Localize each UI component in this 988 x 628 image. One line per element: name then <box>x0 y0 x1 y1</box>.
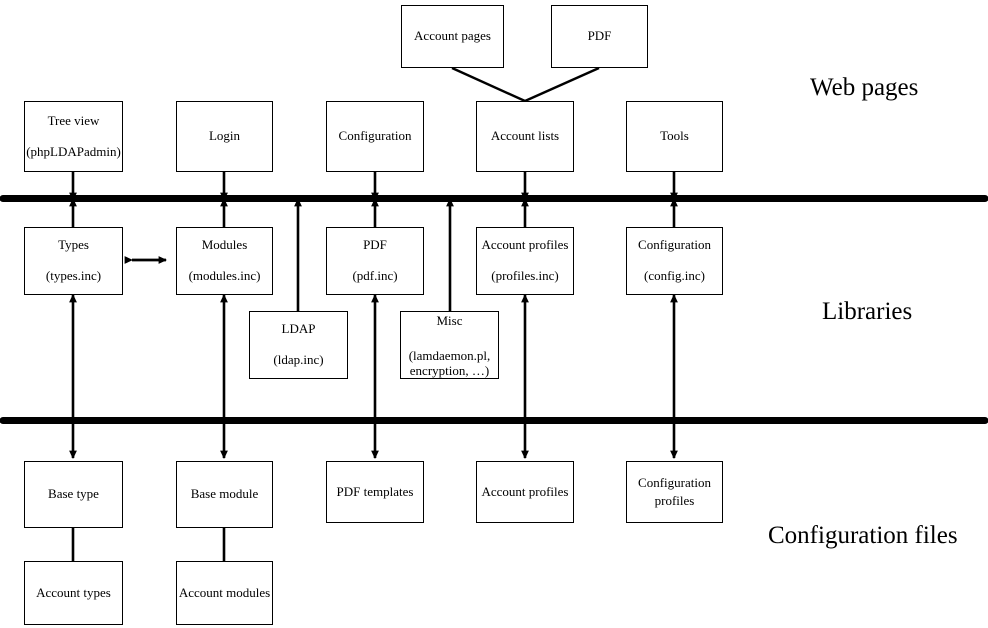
node-pdf-templates-title: PDF templates <box>336 483 414 499</box>
node-account-lists[interactable]: Account lists <box>476 101 574 172</box>
node-modules-lib-subtitle: (modules.inc) <box>188 268 261 283</box>
node-account-pages[interactable]: Account pages <box>401 5 504 68</box>
node-pdf-source-title: PDF <box>587 28 612 44</box>
node-base-module[interactable]: Base module <box>176 461 273 528</box>
node-base-type-title: Base type <box>48 486 99 502</box>
node-tree-view-title: Tree view <box>47 112 100 128</box>
node-account-profiles-lib[interactable]: Account profiles (profiles.inc) <box>476 227 574 295</box>
node-login-title: Login <box>208 128 241 144</box>
node-types-lib-subtitle: (types.inc) <box>45 268 102 283</box>
node-pdf-source[interactable]: PDF <box>551 5 648 68</box>
node-configuration-web[interactable]: Configuration <box>326 101 424 172</box>
node-modules-lib-title: Modules <box>201 237 248 253</box>
node-tools[interactable]: Tools <box>626 101 723 172</box>
node-account-profiles-lib-subtitle: (profiles.inc) <box>491 268 559 283</box>
node-misc-lib-subtitle-2: encryption, …) <box>409 362 490 378</box>
node-account-types-title: Account types <box>36 584 111 600</box>
node-pdf-templates[interactable]: PDF templates <box>326 461 424 523</box>
node-login[interactable]: Login <box>176 101 273 172</box>
node-misc-lib-subtitle: (lamdaemon.pl, <box>408 347 491 363</box>
node-misc-lib-title: Misc <box>436 313 463 328</box>
node-ldap-lib-subtitle: (ldap.inc) <box>273 352 324 367</box>
node-ldap-lib[interactable]: LDAP (ldap.inc) <box>249 311 348 379</box>
node-account-modules-title: Account modules <box>178 584 271 600</box>
node-configuration-lib[interactable]: Configuration (config.inc) <box>626 227 723 295</box>
node-configuration-profiles[interactable]: Configuration profiles <box>626 461 723 523</box>
node-types-lib-title: Types <box>58 237 89 253</box>
node-tree-view-subtitle: (phpLDAPadmin) <box>26 143 121 159</box>
node-base-module-title: Base module <box>190 486 259 502</box>
node-configuration-lib-title: Configuration <box>638 237 711 253</box>
node-pdf-lib[interactable]: PDF (pdf.inc) <box>326 227 424 295</box>
band-label-libraries: Libraries <box>822 298 913 325</box>
node-tree-view[interactable]: Tree view (phpLDAPadmin) <box>24 101 123 172</box>
node-account-profiles-file-title: Account profiles <box>481 483 569 499</box>
node-modules-lib[interactable]: Modules (modules.inc) <box>176 227 273 295</box>
node-configuration-profiles-subtitle: profiles <box>654 492 695 508</box>
node-account-types[interactable]: Account types <box>24 561 123 625</box>
node-misc-lib[interactable]: Misc (lamdaemon.pl, encryption, …) <box>400 311 499 379</box>
node-configuration-web-title: Configuration <box>338 128 412 144</box>
node-account-profiles-lib-title: Account profiles <box>481 237 569 253</box>
node-pdf-lib-subtitle: (pdf.inc) <box>352 268 398 283</box>
node-account-lists-title: Account lists <box>490 128 560 144</box>
node-ldap-lib-title: LDAP <box>281 321 316 337</box>
edge-pdf-to-account-lists <box>524 66 600 103</box>
node-configuration-lib-subtitle: (config.inc) <box>643 268 705 283</box>
band-label-configuration-files: Configuration files <box>768 522 958 549</box>
edge-account-pages-to-account-lists <box>451 66 526 103</box>
band-label-web-pages: Web pages <box>810 74 919 101</box>
node-tools-title: Tools <box>660 128 689 144</box>
node-types-lib[interactable]: Types (types.inc) <box>24 227 123 295</box>
node-pdf-lib-title: PDF <box>363 237 387 253</box>
node-account-modules[interactable]: Account modules <box>176 561 273 625</box>
node-base-type[interactable]: Base type <box>24 461 123 528</box>
node-account-profiles-file[interactable]: Account profiles <box>476 461 574 523</box>
node-account-pages-title: Account pages <box>414 28 491 44</box>
node-configuration-profiles-title: Configuration <box>638 474 711 490</box>
